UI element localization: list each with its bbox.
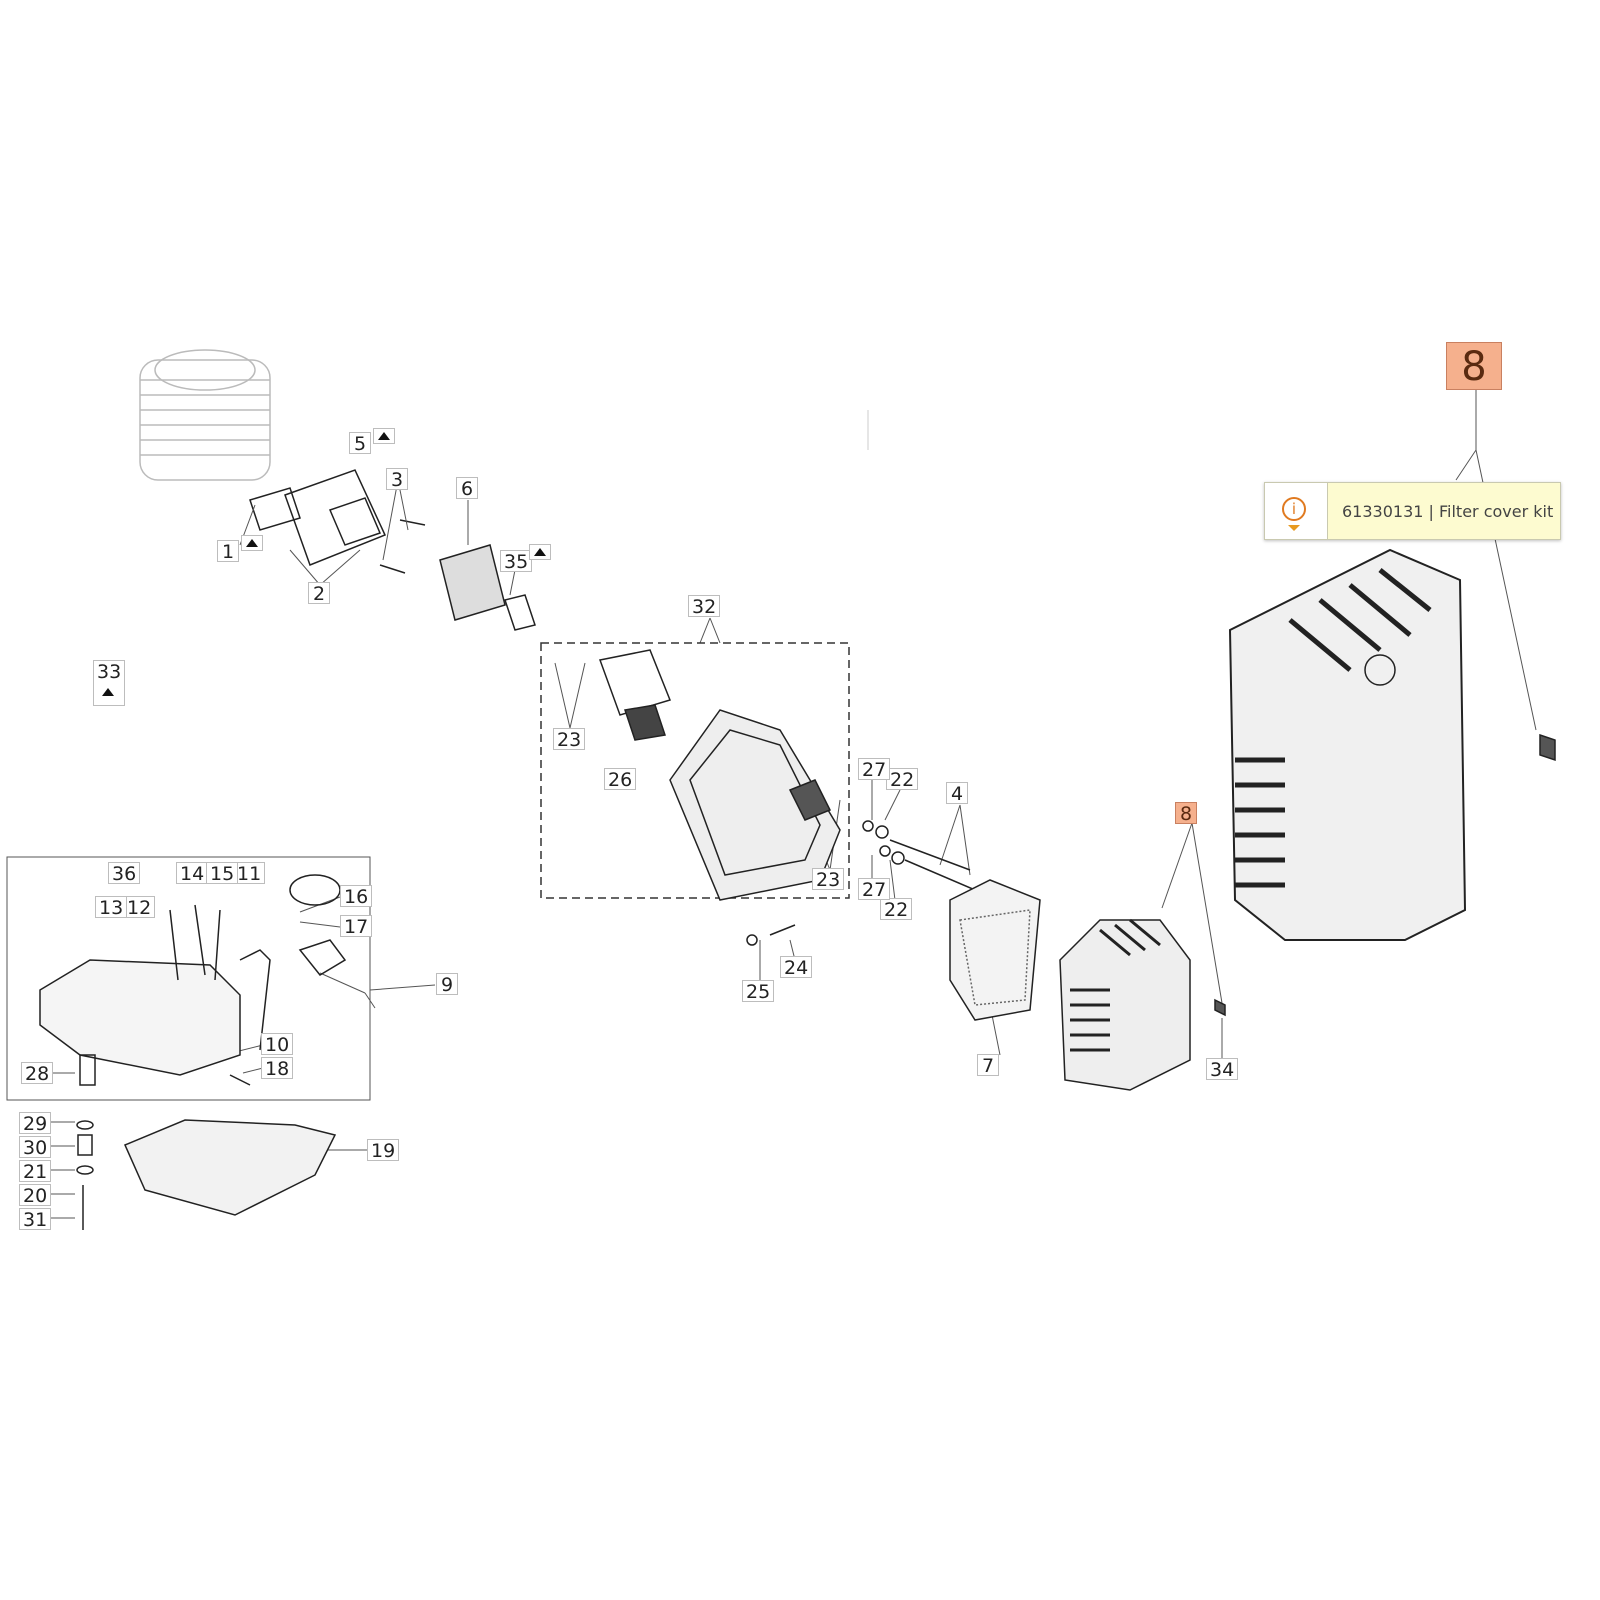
part-label-25[interactable]: 25	[742, 980, 775, 1003]
part-label-21[interactable]: 21	[19, 1160, 52, 1183]
part-label-33[interactable]: 33	[93, 660, 126, 706]
part-label-12[interactable]: 12	[123, 896, 156, 919]
part-label-18[interactable]: 18	[261, 1057, 294, 1080]
washers-bolts	[746, 820, 976, 946]
info-icon: i	[1265, 483, 1328, 539]
part-label-28[interactable]: 28	[21, 1062, 54, 1085]
triangle-icon	[529, 544, 551, 560]
part-label-32[interactable]: 32	[688, 595, 721, 618]
part-label-30[interactable]: 30	[19, 1136, 52, 1159]
tooltip-text: 61330131 | Filter cover kit	[1342, 502, 1554, 521]
part-label-35[interactable]: 35	[500, 550, 533, 573]
triangle-icon	[373, 428, 395, 444]
part-label-27[interactable]: 27	[858, 758, 891, 781]
part-label-6[interactable]: 6	[456, 477, 478, 500]
part-label-11[interactable]: 11	[233, 862, 266, 885]
part-label-9[interactable]: 9	[436, 973, 458, 996]
filter-element	[949, 879, 1041, 1021]
tank-guard	[76, 1119, 337, 1230]
part-label-22b[interactable]: 22	[880, 898, 913, 921]
intake-parts	[249, 469, 536, 631]
part-label-16[interactable]: 16	[340, 885, 373, 908]
part-label-8-large[interactable]: 8	[1446, 342, 1502, 390]
part-label-10[interactable]: 10	[261, 1033, 294, 1056]
part-label-34[interactable]: 34	[1206, 1058, 1239, 1081]
part-label-23b[interactable]: 23	[812, 868, 845, 891]
part-label-23[interactable]: 23	[553, 728, 586, 751]
part-label-27b[interactable]: 27	[858, 878, 891, 901]
part-label-24[interactable]: 24	[780, 956, 813, 979]
part-label-5[interactable]: 5	[349, 432, 371, 455]
part-label-8[interactable]: 8	[1175, 802, 1197, 825]
part-label-2[interactable]: 2	[308, 582, 330, 605]
part-tooltip: i 61330131 | Filter cover kit	[1264, 482, 1561, 540]
air-filter-base	[598, 649, 841, 901]
part-label-31[interactable]: 31	[19, 1208, 52, 1231]
part-label-26[interactable]: 26	[604, 768, 637, 791]
triangle-icon	[98, 685, 120, 701]
part-label-14[interactable]: 14	[176, 862, 209, 885]
filter-cover-large	[1228, 548, 1556, 941]
part-label-19[interactable]: 19	[367, 1139, 400, 1162]
filter-cover-small	[1059, 918, 1226, 1091]
part-label-1[interactable]: 1	[217, 540, 239, 563]
part-label-20[interactable]: 20	[19, 1184, 52, 1207]
part-label-22[interactable]: 22	[886, 768, 919, 791]
fuel-tank	[39, 874, 347, 1086]
part-label-13[interactable]: 13	[95, 896, 128, 919]
part-label-17[interactable]: 17	[340, 915, 373, 938]
cylinder-part	[139, 349, 271, 481]
part-label-4[interactable]: 4	[946, 782, 968, 805]
triangle-icon	[241, 535, 263, 551]
part-label-3[interactable]: 3	[386, 468, 408, 491]
part-label-33-text: 33	[97, 661, 122, 683]
part-label-36[interactable]: 36	[108, 862, 141, 885]
part-label-7[interactable]: 7	[977, 1054, 999, 1077]
part-label-15[interactable]: 15	[206, 862, 239, 885]
part-label-29[interactable]: 29	[19, 1112, 52, 1135]
